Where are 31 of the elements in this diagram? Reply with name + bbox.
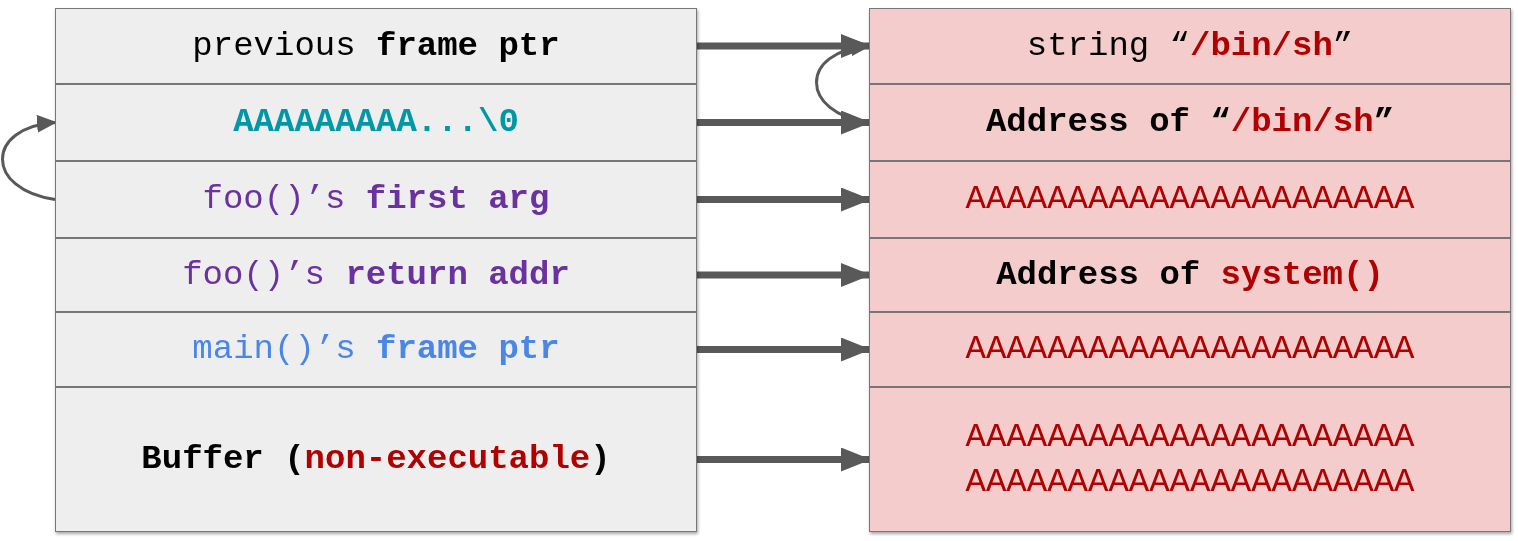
slot-label: main()’s frame ptr bbox=[192, 329, 560, 371]
slot-label: foo()’s return addr bbox=[182, 254, 570, 296]
stack-slot bbox=[55, 161, 697, 238]
stack-slot bbox=[869, 238, 1511, 312]
slot-label: previous frame ptr bbox=[192, 25, 560, 67]
stack-slot bbox=[55, 84, 697, 161]
arrow bbox=[697, 34, 871, 58]
slot-label: AAAAAAAAAAAAAAAAAAAAAA bbox=[965, 179, 1415, 221]
slot-label: AAAAAAAAA...\0 bbox=[233, 102, 519, 144]
arrow bbox=[1, 116, 57, 201]
arrow bbox=[697, 447, 871, 472]
slot-label: Address of system() bbox=[996, 254, 1384, 296]
slot-label: string “/bin/sh” bbox=[1026, 25, 1354, 67]
arrow bbox=[697, 337, 871, 362]
stack-slot bbox=[869, 312, 1511, 387]
stack-slot bbox=[869, 8, 1511, 84]
slot-label: AAAAAAAAAAAAAAAAAAAAAA bbox=[965, 329, 1415, 371]
arrow bbox=[697, 263, 871, 287]
arrow bbox=[697, 187, 871, 212]
arrow bbox=[697, 110, 871, 135]
stack-slot bbox=[869, 84, 1511, 161]
slot-label: foo()’s first arg bbox=[202, 179, 550, 221]
slot-label: Address of “/bin/sh” bbox=[985, 102, 1395, 144]
stack-slot bbox=[55, 8, 697, 84]
stack-slot bbox=[55, 238, 697, 312]
stack-slot bbox=[869, 161, 1511, 238]
stack-slot bbox=[55, 312, 697, 387]
slot-label: Buffer (non-executable) bbox=[141, 439, 611, 481]
slot-label: AAAAAAAAAAAAAAAAAAAAAA AAAAAAAAAAAAAAAAAAAAAA bbox=[964, 417, 1416, 503]
stack-slot bbox=[869, 387, 1511, 532]
stack-slot bbox=[55, 387, 697, 532]
